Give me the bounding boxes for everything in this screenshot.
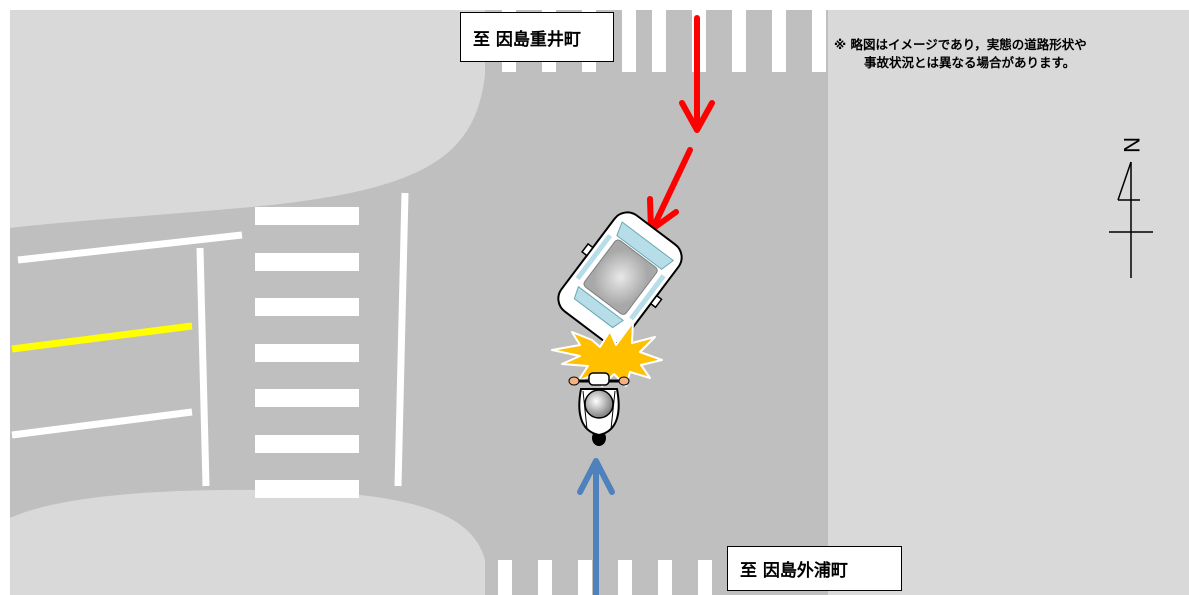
- destination-label-north-text: 至 因島重井町: [473, 29, 581, 50]
- sidewalk-east: [828, 10, 1189, 595]
- destination-label-south-text: 至 因島外浦町: [740, 561, 848, 581]
- motorcycle-rider-icon: [568, 372, 630, 446]
- lane-markings-west: [11, 192, 409, 487]
- sidewalk-northwest: [10, 10, 485, 228]
- car-topdown-icon: [557, 211, 683, 345]
- destination-label-south: 至 因島外浦町: [727, 546, 902, 591]
- destination-label-north: 至 因島重井町: [460, 12, 614, 62]
- center-line-yellow: [11, 322, 193, 353]
- motorcycle-path-arrow: [577, 458, 615, 595]
- disclaimer-line-2: 事故状況とは異なる場合があります。: [864, 55, 1076, 70]
- north-arrow-icon: [1109, 161, 1153, 278]
- disclaimer-line-1: ※ 略図はイメージであり，実態の道路形状や: [834, 37, 1087, 52]
- crosswalk-south: [498, 560, 712, 595]
- north-letter: N: [1119, 137, 1144, 153]
- sidewalk-southwest: [10, 489, 485, 595]
- crosswalk-west: [255, 207, 359, 498]
- disclaimer-note: ※ 略図はイメージであり，実態の道路形状や 事故状況とは異なる場合があります。: [834, 36, 1174, 72]
